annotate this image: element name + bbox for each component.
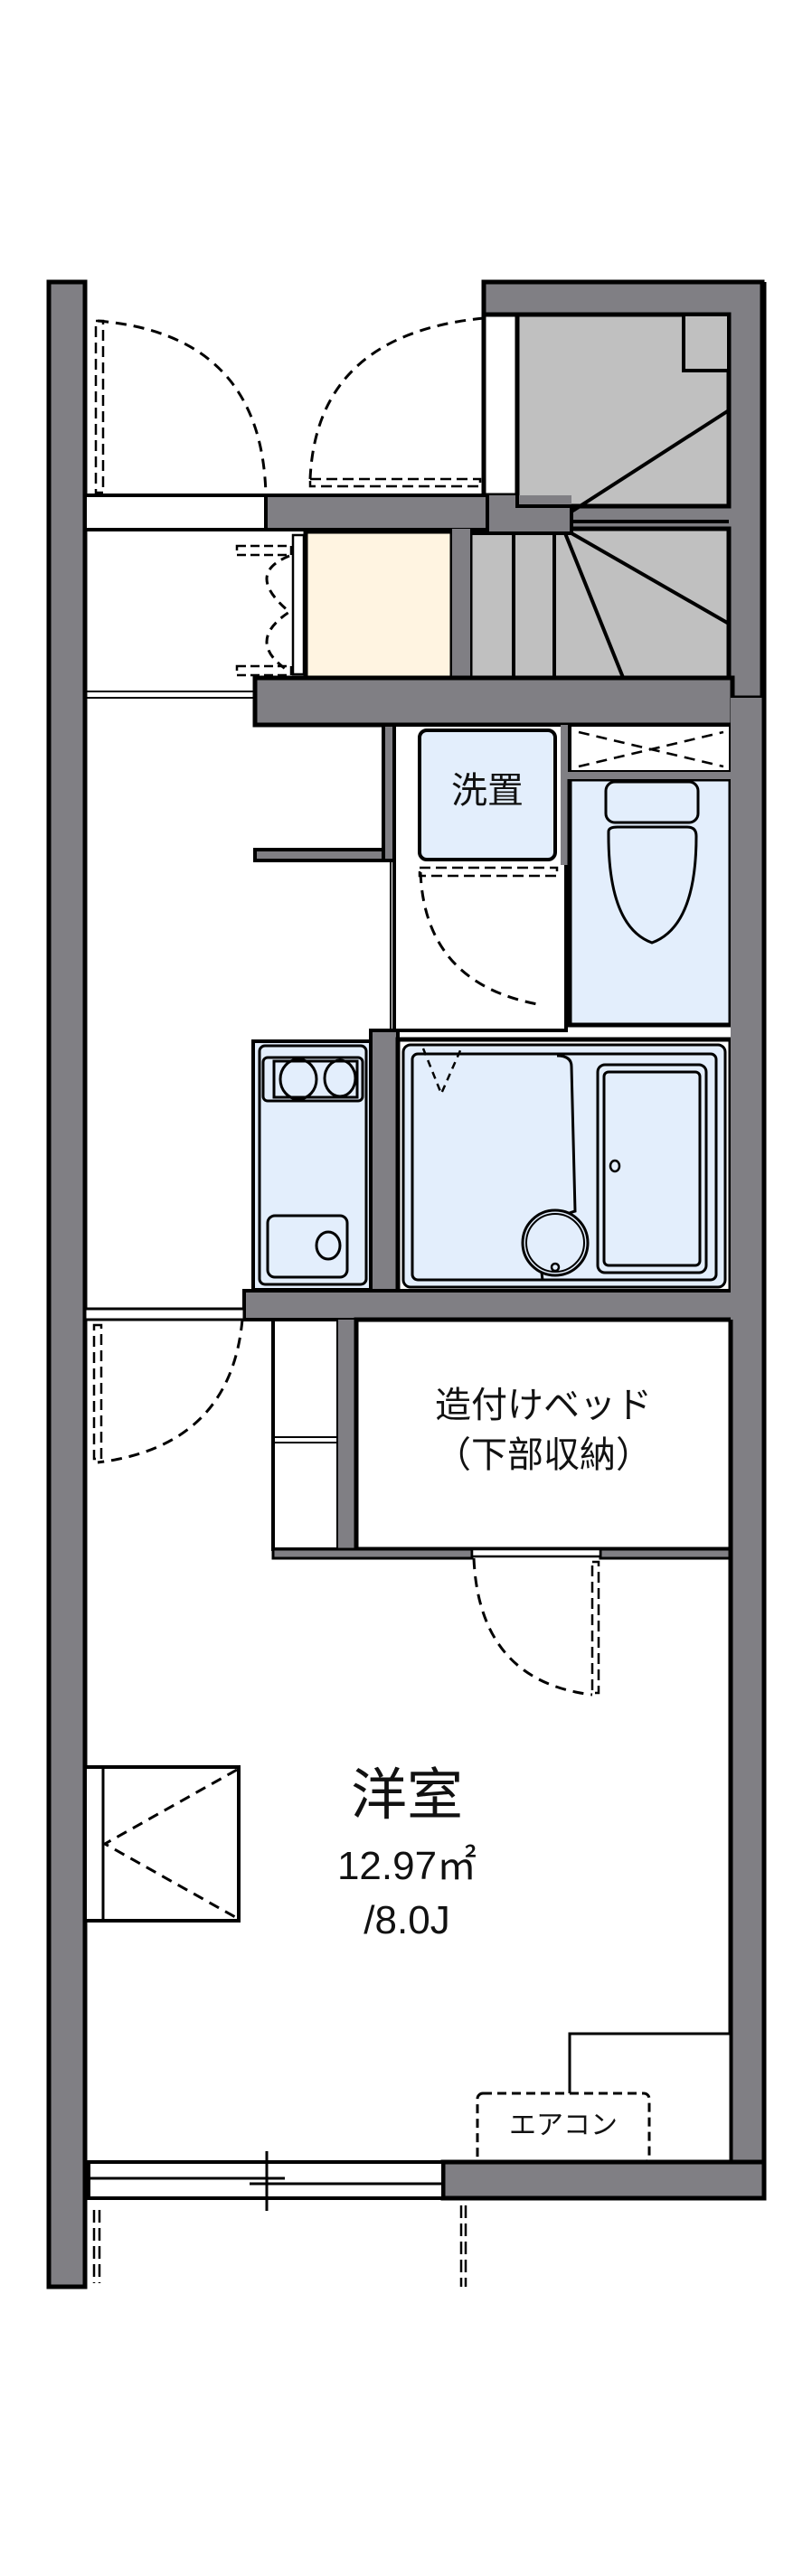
aircon-label: エアコン	[509, 2110, 618, 2141]
side-window	[83, 1765, 241, 1923]
entrance-wall	[264, 494, 489, 531]
burner-right-icon	[323, 1058, 357, 1098]
room-area: 12.97㎡	[336, 1844, 477, 1888]
washer-label: 洗置	[451, 770, 524, 812]
washer-space	[418, 729, 557, 861]
room-size: /8.0J	[364, 1898, 450, 1942]
hall-wall	[252, 675, 735, 728]
room-name: 洋室	[350, 1762, 463, 1828]
bottom-wall	[440, 2159, 767, 2201]
mid-wall-band	[242, 1289, 734, 1321]
burner-left-icon	[279, 1058, 318, 1101]
sink-drain-icon	[315, 1230, 342, 1261]
right-outer-wall	[731, 698, 764, 2198]
toilet-tank	[604, 780, 700, 824]
shoe-closet	[303, 529, 455, 681]
bed-label-line1: 造付けベッド	[435, 1385, 652, 1426]
closet-shelves	[271, 1318, 340, 1551]
entrance-door-swing-left	[97, 319, 268, 496]
entrance-door-swing-right	[308, 316, 485, 480]
sink	[266, 1214, 349, 1279]
left-outer-wall	[46, 279, 88, 2289]
toilet-bowl	[607, 825, 698, 945]
bed-label-line2: （下部収納）	[435, 1434, 652, 1476]
